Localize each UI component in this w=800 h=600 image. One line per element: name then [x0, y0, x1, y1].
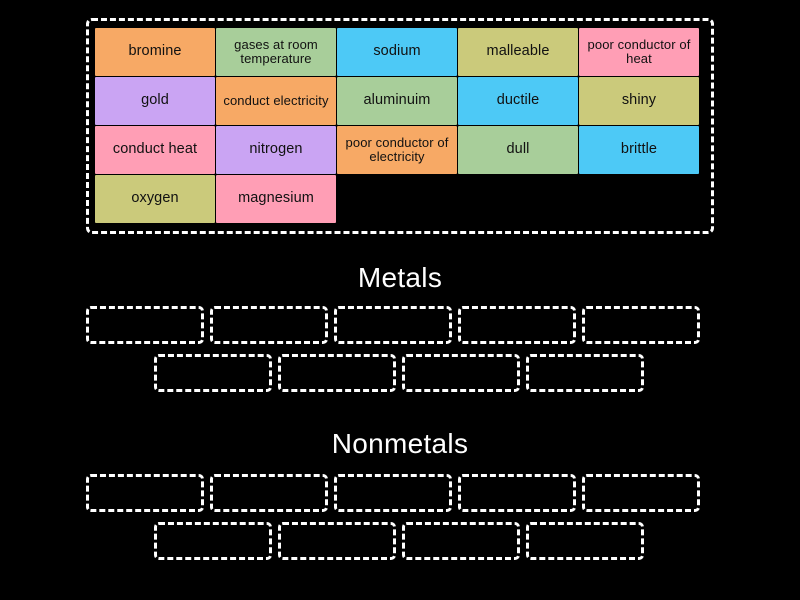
drop-slot-row	[86, 354, 714, 392]
drop-slot-row	[86, 306, 714, 344]
drop-slot-metals[interactable]	[210, 306, 328, 344]
drop-slot-nonmetals[interactable]	[402, 522, 520, 560]
word-tile[interactable]: gold	[95, 77, 215, 125]
drop-slot-row	[86, 522, 714, 560]
word-tile[interactable]: conduct heat	[95, 126, 215, 174]
drop-slot-nonmetals[interactable]	[154, 522, 272, 560]
drop-slot-metals[interactable]	[458, 306, 576, 344]
word-tile[interactable]: poor conductor of electricity	[337, 126, 457, 174]
drop-slot-metals[interactable]	[334, 306, 452, 344]
drop-slot-metals[interactable]	[86, 306, 204, 344]
word-tile[interactable]: poor conductor of heat	[579, 28, 699, 76]
word-tile[interactable]: gases at room temperature	[216, 28, 336, 76]
drop-slot-nonmetals[interactable]	[582, 474, 700, 512]
drop-slot-metals[interactable]	[154, 354, 272, 392]
drop-slot-metals[interactable]	[582, 306, 700, 344]
word-tile[interactable]: malleable	[458, 28, 578, 76]
word-tile[interactable]: oxygen	[95, 175, 215, 223]
word-tile[interactable]: magnesium	[216, 175, 336, 223]
group-title-nonmetals: Nonmetals	[331, 428, 469, 459]
word-tile[interactable]: conduct electricity	[216, 77, 336, 125]
word-tile[interactable]: ductile	[458, 77, 578, 125]
group-title-metals: Metals	[357, 262, 443, 293]
word-tile[interactable]: nitrogen	[216, 126, 336, 174]
word-tile[interactable]: shiny	[579, 77, 699, 125]
drop-slot-nonmetals[interactable]	[458, 474, 576, 512]
drop-slot-nonmetals[interactable]	[526, 522, 644, 560]
word-tile[interactable]: aluminuim	[337, 77, 457, 125]
drop-slot-nonmetals[interactable]	[210, 474, 328, 512]
drop-slot-metals[interactable]	[526, 354, 644, 392]
drop-zone-nonmetals[interactable]	[86, 474, 714, 570]
drop-slot-nonmetals[interactable]	[86, 474, 204, 512]
drop-zone-metals[interactable]	[86, 306, 714, 402]
word-tile[interactable]: bromine	[95, 28, 215, 76]
drop-slot-nonmetals[interactable]	[278, 522, 396, 560]
word-tile[interactable]: brittle	[579, 126, 699, 174]
drop-slot-nonmetals[interactable]	[334, 474, 452, 512]
word-tile[interactable]: sodium	[337, 28, 457, 76]
drop-slot-metals[interactable]	[402, 354, 520, 392]
drop-slot-row	[86, 474, 714, 512]
drop-slot-metals[interactable]	[278, 354, 396, 392]
word-tile[interactable]: dull	[458, 126, 578, 174]
